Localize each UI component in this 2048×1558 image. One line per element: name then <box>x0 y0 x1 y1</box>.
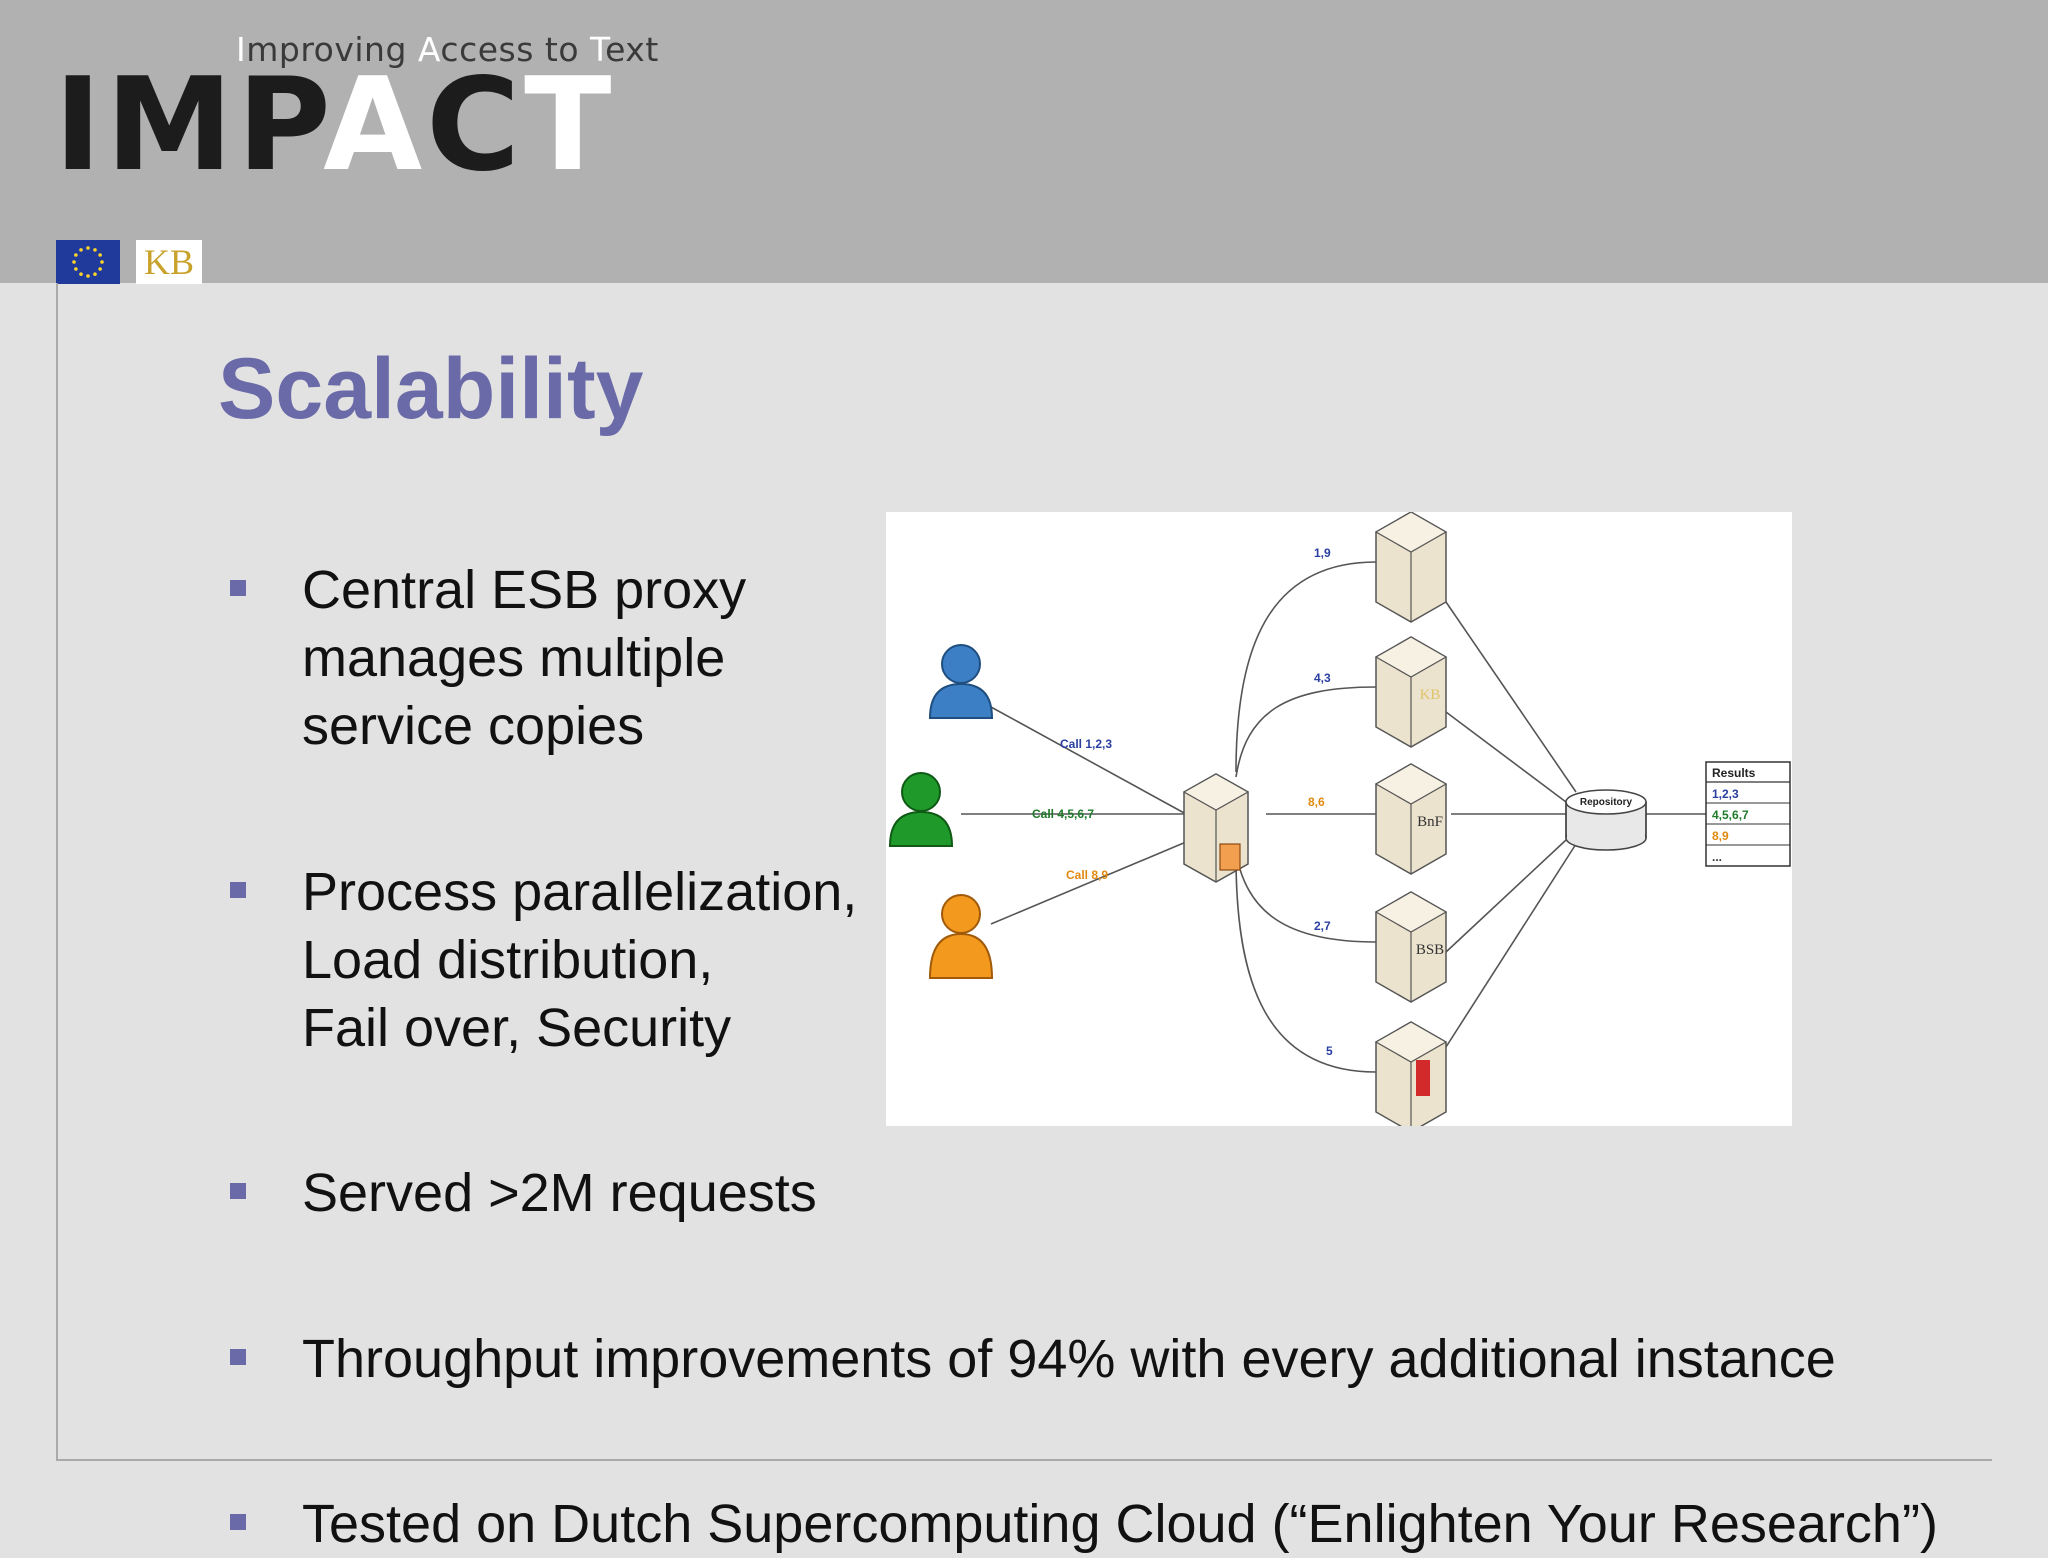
tagline-part: ccess to <box>440 30 591 69</box>
call-label-3: Call 8,9 <box>1066 868 1108 882</box>
esb-architecture-diagram: Call 1,2,3 Call 4,5,6,7 Call 8,9 KB BnF BS… <box>886 512 1792 1126</box>
bullet-text-4: Throughput improvements of 94% with ever… <box>302 1329 1836 1389</box>
service-server-icon: BSB <box>1374 891 1448 1003</box>
results-row-1: 1,2,3 <box>1712 787 1739 801</box>
service-server-label: BnF <box>1417 814 1443 830</box>
tagline-part: I <box>236 30 247 69</box>
eu-star-icon <box>100 260 104 264</box>
eu-star-icon <box>79 248 83 252</box>
call-label-2: Call 4,5,6,7 <box>1032 807 1094 821</box>
results-row-2: 4,5,6,7 <box>1712 808 1749 822</box>
repository-database-icon <box>1565 789 1647 851</box>
diagram-canvas: Call 1,2,3 Call 4,5,6,7 Call 8,9 KB BnF BS… <box>888 512 1791 1126</box>
edge-label-4: 2,7 <box>1314 919 1331 933</box>
results-title: Results <box>1712 766 1756 780</box>
bullet-text-3: Served >2M requests <box>302 1163 817 1223</box>
service-server-icon: BnF <box>1374 763 1448 875</box>
eu-star-icon <box>93 272 97 276</box>
logo-part: T <box>524 51 616 200</box>
call-label-1: Call 1,2,3 <box>1060 737 1112 751</box>
eu-star-icon <box>79 272 83 276</box>
eu-star-icon <box>98 267 102 271</box>
results-row-4: ... <box>1712 850 1722 864</box>
bullet-marker <box>230 1514 246 1530</box>
impact-tagline: Improving Access to Text <box>236 30 659 69</box>
eu-star-icon <box>86 274 90 278</box>
logo-part: P <box>237 51 324 200</box>
edge-label-5: 5 <box>1326 1044 1333 1058</box>
tagline-part: A <box>417 30 441 69</box>
service-server-label: BSB <box>1416 942 1444 958</box>
eu-star-icon <box>98 253 102 257</box>
logo-part: I <box>54 51 106 200</box>
edge-label-1: 1,9 <box>1314 546 1331 560</box>
service-server-label: KB <box>1420 687 1441 703</box>
bullet-marker <box>230 580 246 596</box>
service-server-icon: KB <box>1374 636 1448 748</box>
eu-star-icon <box>86 246 90 250</box>
tagline-part: mproving <box>246 30 418 69</box>
slide-header: Improving Access to Text IMPACT KB <box>0 0 2048 284</box>
edge-label-3: 8,6 <box>1308 795 1325 809</box>
eu-star-icon <box>74 267 78 271</box>
tagline-part: ext <box>605 30 659 69</box>
bullet-text-5: Tested on Dutch Supercomputing Cloud (“E… <box>302 1494 1938 1554</box>
eu-flag-icon <box>56 240 120 284</box>
kb-logo: KB <box>136 240 202 284</box>
bullet-marker <box>230 882 246 898</box>
repository-label: Repository <box>1580 797 1633 808</box>
impact-logo: IMPACT <box>54 62 615 190</box>
eu-star-icon <box>72 260 76 264</box>
results-table <box>1705 761 1791 867</box>
eu-stars-icon <box>72 246 104 278</box>
service-server-icon <box>1374 512 1448 623</box>
service-server-icon <box>1374 1021 1448 1126</box>
eu-star-icon <box>74 253 78 257</box>
diagram-edges <box>961 561 1706 1073</box>
bullet-marker <box>230 1183 246 1199</box>
tagline-part: T <box>590 30 606 69</box>
service-servers: KB BnF BSB <box>1374 512 1448 1126</box>
slide-title: Scalability <box>218 341 644 437</box>
user-icon-blue <box>928 644 994 719</box>
logo-part: C <box>426 51 525 200</box>
user-icon-orange <box>928 894 994 979</box>
slide-frame-bottom <box>56 1459 1992 1461</box>
esb-proxy-server-icon <box>1182 773 1250 883</box>
bullet-text-2: Process parallelization, Load distributi… <box>302 862 858 1058</box>
bullet-text-1: Central ESB proxy manages multiple servi… <box>302 560 747 756</box>
user-icon-green <box>888 772 954 847</box>
results-row-3: 8,9 <box>1712 829 1729 843</box>
bullet-marker <box>230 1349 246 1365</box>
logo-part: A <box>323 51 427 200</box>
edge-label-2: 4,3 <box>1314 671 1331 685</box>
slide-frame-left <box>56 283 58 1461</box>
eu-star-icon <box>93 248 97 252</box>
logo-part: M <box>105 51 237 200</box>
